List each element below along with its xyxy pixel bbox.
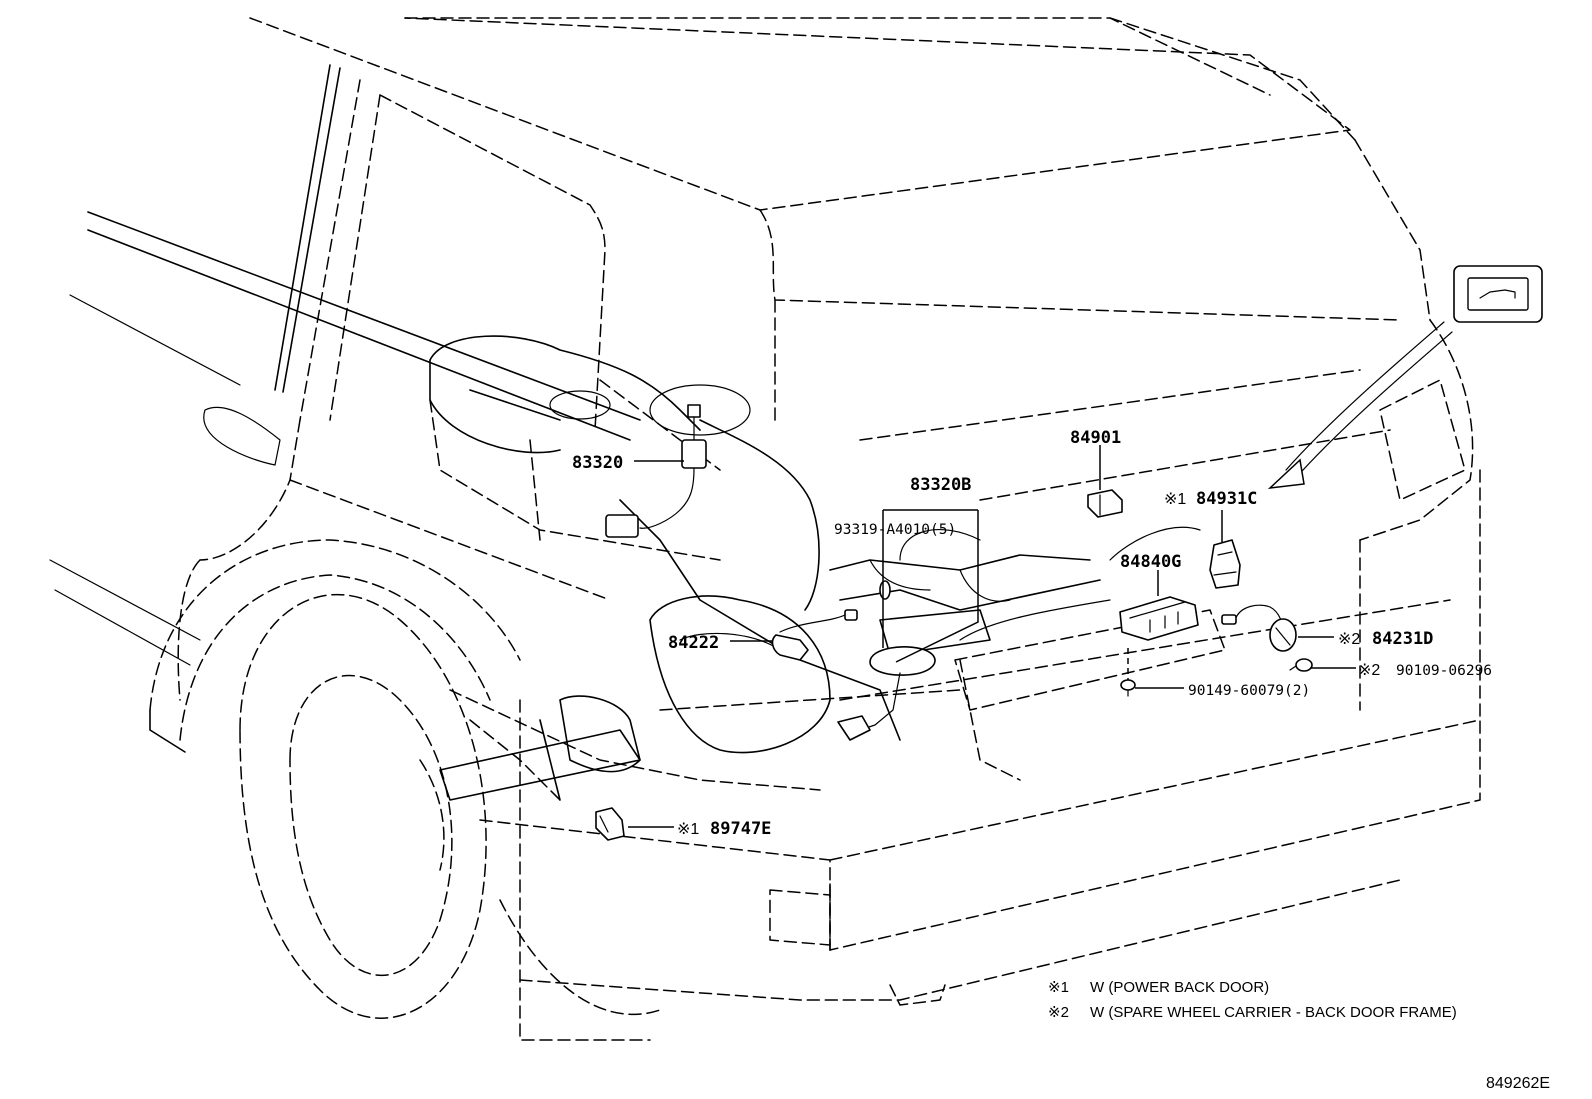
mark-84931c: ※1 — [1164, 491, 1186, 508]
fuel-sender-part — [605, 404, 707, 538]
leader-lines — [628, 445, 1356, 828]
callout-84840g: 84840G — [1120, 552, 1181, 572]
callout-84931c: 84931C — [1196, 489, 1257, 509]
sensor-89747e-part — [595, 807, 625, 841]
callout-90109: 90109-06296 — [1396, 663, 1492, 679]
switch-84231d-part — [1221, 604, 1297, 652]
callout-93319: 93319-A4010(5) — [834, 522, 956, 538]
mark-84231d: ※2 — [1338, 631, 1360, 648]
vehicle-body-outline — [49, 17, 1481, 1041]
rear-view-vehicle-icon — [1453, 265, 1543, 323]
callout-84222: 84222 — [668, 633, 719, 653]
switch-84931c-part — [1209, 539, 1241, 589]
switch-84901-part — [1087, 489, 1123, 518]
diagram-code: 849262E — [1486, 1075, 1550, 1092]
callout-84231d: 84231D — [1372, 629, 1433, 649]
callout-labels: 83320 83320B 93319-A4010(5) 84901 ※1 849… — [572, 428, 1492, 839]
fuel-sender-83320b-part — [837, 580, 936, 741]
mark-89747e: ※1 — [677, 821, 699, 838]
location-arrow — [1267, 321, 1453, 490]
callout-90149: 90149-60079(2) — [1188, 683, 1310, 699]
legend-notes: ※1 W (POWER BACK DOOR) ※2 W (SPARE WHEEL… — [1048, 979, 1457, 1021]
screw-90149-part — [1120, 679, 1136, 697]
callout-89747e: 89747E — [710, 819, 771, 839]
chassis-and-fuel-tank — [429, 335, 1201, 801]
bolt-90109-part — [1289, 658, 1313, 672]
callout-84901: 84901 — [1070, 428, 1121, 448]
note-1-text: W (POWER BACK DOOR) — [1090, 979, 1269, 996]
callout-83320: 83320 — [572, 453, 623, 473]
note-2-text: W (SPARE WHEEL CARRIER - BACK DOOR FRAME… — [1090, 1004, 1457, 1021]
switch-84840g-part — [1119, 596, 1199, 641]
note-1-mark: ※1 — [1048, 979, 1069, 996]
switch-84222-part — [771, 609, 858, 661]
note-2-mark: ※2 — [1048, 1004, 1069, 1021]
mark-90109: ※2 — [1358, 662, 1380, 679]
callout-83320b: 83320B — [910, 475, 971, 495]
